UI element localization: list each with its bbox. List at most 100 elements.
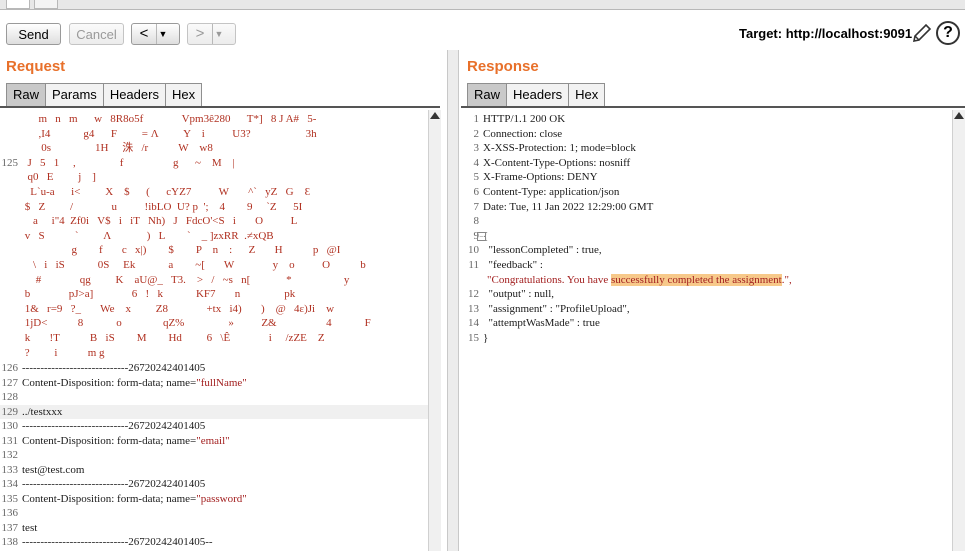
line-number: 130 [1,420,19,432]
code-line: 1jD< 8 o qZ% » Z& 4 F [0,316,428,330]
line-number: 129 [1,405,19,418]
tab-request-raw[interactable]: Raw [6,83,47,106]
line-number: 2 [473,127,480,140]
line-number: 7 [473,200,480,213]
line-number: 13 [468,302,479,315]
request-line-text: -----------------------------26720242401… [22,420,206,432]
response-tabs: Raw Headers Hex [467,83,606,106]
code-line: $ Z / u !ibLO U? p '; 4 9 `Z 5I [0,200,428,214]
tab-response-raw[interactable]: Raw [467,83,508,106]
header-param-value: "fullName" [196,376,247,389]
window-tab-1[interactable] [6,0,30,9]
request-scrollbar[interactable] [428,110,441,551]
line-number: 9 [473,229,480,242]
line-number: 138 [1,536,19,548]
forward-dropdown-icon[interactable]: ▼ [212,24,225,44]
window-tab-2[interactable] [34,0,58,9]
response-line-text: X-Content-Type-Options: nosniff [483,156,631,169]
code-line: 12 "output" : null, [461,287,952,301]
response-line-text: X-Frame-Options: DENY [483,171,598,184]
line-number: 136 [1,507,19,519]
request-line-text: -----------------------------26720242401… [22,536,213,548]
toolbar: Send Cancel < ▼ > ▼ Target: http://local… [0,10,965,56]
binary-content: J 5 1 , f g ~ M | [22,156,235,169]
scroll-up-icon[interactable] [430,112,440,119]
code-line: q0 E j ] [0,170,428,184]
cancel-button[interactable]: Cancel [69,23,124,45]
code-line: L`u-a i< X $ ( cYZ7 W ^` yZ G Ɛ [0,185,428,199]
request-line-text: test [22,521,38,534]
back-button[interactable]: < ▼ [131,23,180,45]
binary-content: $ Z / u !ibLO U? p '; 4 9 `Z 5I [22,200,303,213]
header-param-value: "password" [196,492,247,505]
response-line-text: HTTP/1.1 200 OK [483,113,566,125]
code-line: k !T B iS M Hd 6 \Ê i /zZE Z [0,331,428,345]
response-line-text: Date: Tue, 11 Jan 2022 12:29:00 GMT [483,200,654,213]
request-line-text: Content-Disposition: form-data; name="pa… [22,492,247,506]
code-line-wrapped: "Congratulations. You have successfully … [461,273,952,287]
line-number: 5 [473,171,480,184]
line-number: 3 [473,142,480,155]
code-line: ? i m g [0,346,428,360]
line-number: 133 [1,463,19,476]
edit-target-pencil-icon[interactable] [911,22,933,44]
feedback-text-after: .", [781,273,792,286]
binary-content: v S ` Λ ) L ` _ ]zxRR .≠xQB [22,229,274,242]
tab-request-params[interactable]: Params [45,83,104,106]
line-number: 11 [468,259,479,271]
fold-toggle-icon[interactable]: − [477,231,486,241]
code-line: 125 J 5 1 , f g ~ M | [0,156,428,170]
response-line-text: "feedback" : [483,259,543,271]
line-number: 137 [1,521,19,534]
line-number: 134 [1,478,19,490]
code-line: 1& r=9 ?_ We x Z8 +tx i4) ) @ 4ε)Ji w [0,302,428,316]
response-line-text: "lessonCompleted" : true, [483,244,602,257]
tab-request-headers[interactable]: Headers [102,83,166,106]
line-number: 4 [473,156,480,169]
binary-content: 0s 1H 洙 /r W w8 [22,142,213,155]
window-tab-strip [0,0,965,10]
code-line: 134-----------------------------26720242… [0,477,428,491]
binary-content: ,I4 g4 F = Λ Y i U3? 3h [22,127,317,140]
code-line: m n m w 8R8o5f Vpm3ê280 T*] 8 J A# 5- [0,112,428,126]
line-number: 135 [1,492,19,505]
binary-content: # qg K aU@_ T3. > / ~s n[ * y [22,273,350,286]
response-scrollbar[interactable] [952,110,965,551]
response-line-text: "assignment" : "ProfileUpload", [483,302,630,315]
binary-content: m n m w 8R8o5f Vpm3ê280 T*] 8 J A# 5- [22,113,317,125]
response-line-text: X-XSS-Protection: 1; mode=block [483,142,636,155]
back-dropdown-icon[interactable]: ▼ [156,24,169,44]
code-line: 11 "feedback" : [461,258,952,272]
request-editor[interactable]: m n m w 8R8o5f Vpm3ê280 T*] 8 J A# 5- ,I… [0,110,428,551]
header-param-value: "email" [196,434,230,447]
request-line-text: ../testxxx [22,405,63,418]
request-line-text: -----------------------------26720242401… [22,362,206,374]
binary-content: 1& r=9 ?_ We x Z8 +tx i4) ) @ 4ε)Ji w [22,302,335,315]
scroll-up-icon[interactable] [954,112,964,119]
response-tab-underline [461,106,965,108]
tab-response-hex[interactable]: Hex [568,83,606,106]
code-line: 9{− [461,229,952,243]
split-pane-divider[interactable] [447,50,459,551]
line-number: 14 [468,317,479,330]
line-number: 131 [1,434,19,447]
tab-response-headers[interactable]: Headers [506,83,570,106]
line-number: 10 [468,244,479,257]
binary-content: g f c x|) $ P n : Z H p @I [22,244,341,257]
response-line-text: Content-Type: application/json [483,186,620,198]
send-button[interactable]: Send [6,23,61,45]
tab-request-hex[interactable]: Hex [164,83,203,106]
binary-content: a i"4 Zf0i V$ i iT Nh) J FdcO'<S i O L [22,215,298,228]
line-number: 15 [468,332,479,344]
line-number: 8 [473,215,480,228]
line-number: 125 [1,156,19,169]
code-line: g f c x|) $ P n : Z H p @I [0,243,428,257]
forward-button[interactable]: > ▼ [187,23,236,45]
help-icon[interactable]: ? [936,21,960,45]
